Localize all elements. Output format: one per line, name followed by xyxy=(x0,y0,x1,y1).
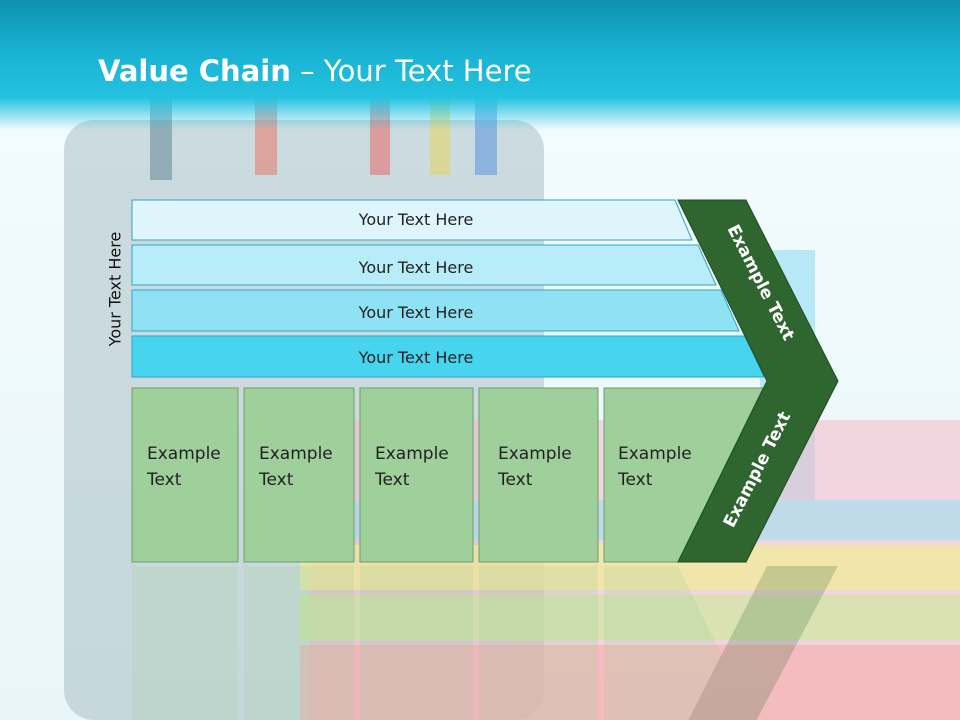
primary-box-line1: Example xyxy=(259,444,333,464)
page-title: Value Chain – Your Text Here xyxy=(98,54,532,88)
primary-box-3: Example Text xyxy=(359,387,474,563)
primary-box-shape xyxy=(243,387,355,563)
primary-box-4: Example Text xyxy=(478,387,599,563)
primary-box-shape xyxy=(359,387,474,563)
primary-box-line1: Example xyxy=(147,444,221,464)
support-row-shape xyxy=(131,335,765,378)
primary-box-line1: Example xyxy=(498,444,572,464)
primary-box-line2: Text xyxy=(258,470,294,490)
margin-chevron-shape xyxy=(677,199,839,563)
primary-box-line2: Text xyxy=(146,470,182,490)
support-row-2: Your Text Here xyxy=(131,244,717,286)
primary-box-1: Example Text xyxy=(131,387,239,563)
support-row-shape xyxy=(131,199,693,241)
support-row-label: Your Text Here xyxy=(358,210,474,229)
support-row-3: Your Text Here xyxy=(131,289,740,332)
primary-box-line2: Text xyxy=(374,470,410,490)
reflection xyxy=(132,566,838,720)
title-bold: Value Chain xyxy=(98,54,291,88)
support-row-label: Your Text Here xyxy=(358,303,474,322)
primary-box-5: Example Text xyxy=(603,387,764,563)
header-band xyxy=(0,0,960,130)
primary-box-line2: Text xyxy=(617,470,653,490)
support-row-label: Your Text Here xyxy=(358,258,474,277)
support-row-4: Your Text Here xyxy=(131,335,765,378)
primary-box-line1: Example xyxy=(618,444,692,464)
primary-box-shape xyxy=(478,387,599,563)
support-row-shape xyxy=(131,244,717,286)
primary-box-line1: Example xyxy=(375,444,449,464)
primary-box-2: Example Text xyxy=(243,387,355,563)
support-row-1: Your Text Here xyxy=(131,199,693,241)
primary-box-shape xyxy=(131,387,239,563)
title-rest: – Your Text Here xyxy=(290,54,532,88)
primary-box-line2: Text xyxy=(497,470,533,490)
support-row-label: Your Text Here xyxy=(358,348,474,367)
support-row-shape xyxy=(131,289,740,332)
